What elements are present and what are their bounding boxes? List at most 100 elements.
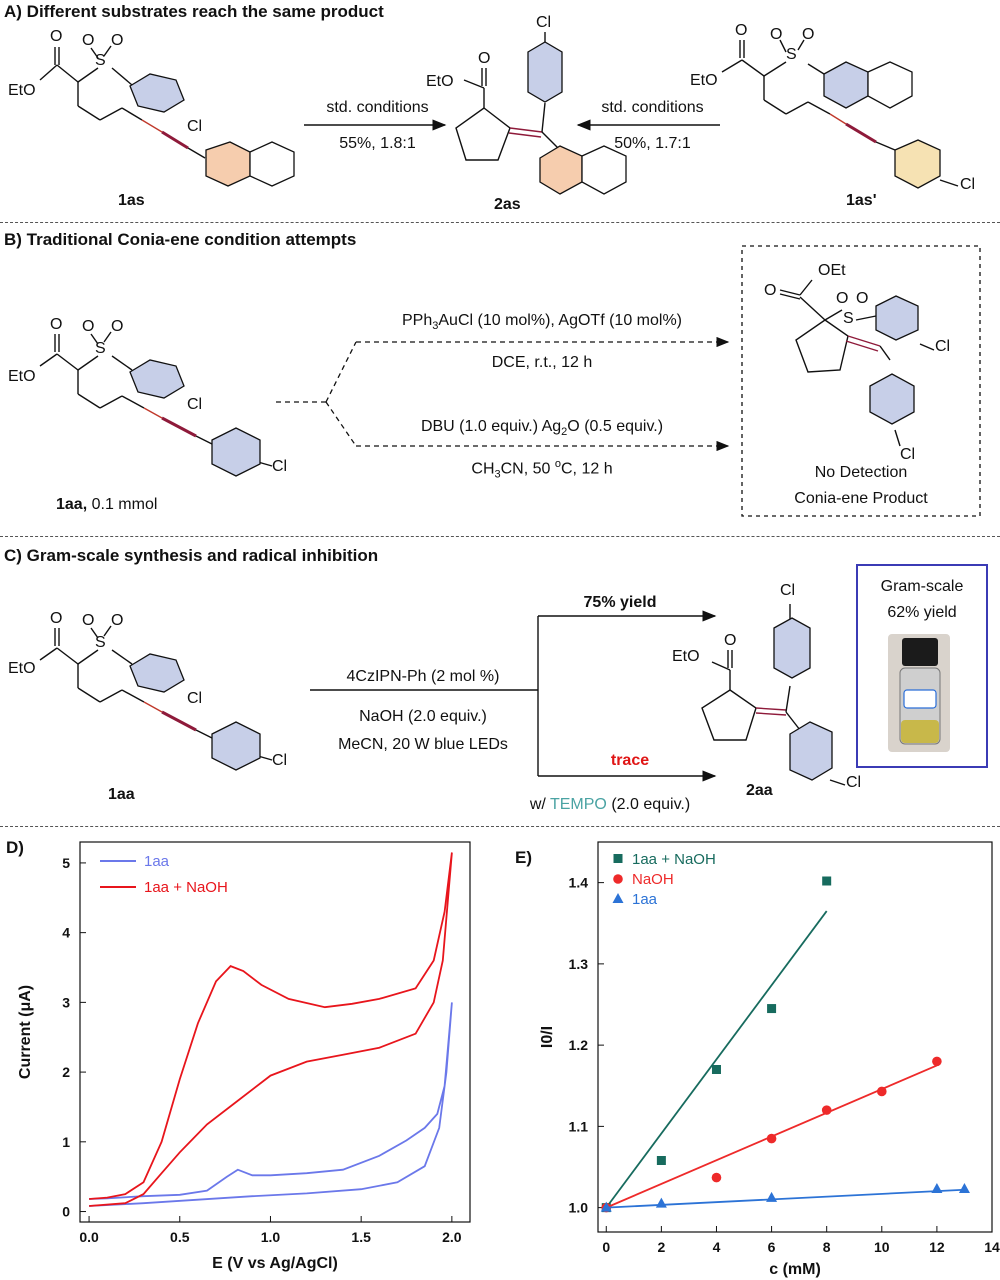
yield-left-a: 55%, 1.8:1 <box>339 135 416 152</box>
gram-scale-yield: 62% yield <box>887 604 957 621</box>
data-point-triangle <box>600 1201 612 1212</box>
data-point-square <box>711 1065 721 1074</box>
y-axis-label: Current (μA) <box>17 985 34 1079</box>
plot-frame <box>79 841 471 1223</box>
x-tick-label: 10 <box>874 1239 890 1255</box>
atom-o-1as-prime-a: O <box>735 22 748 39</box>
x-axis-label: E (V vs Ag/AgCl) <box>212 1255 338 1272</box>
data-point-triangle <box>655 1197 667 1208</box>
legend-marker <box>613 874 623 884</box>
data-point-circle <box>876 1086 887 1097</box>
compound-label-2as: 2as <box>494 196 521 213</box>
atom-o-1as-b: O <box>82 32 95 49</box>
tempo-condition: w/ TEMPO (2.0 equiv.) <box>529 796 691 813</box>
data-point-square <box>656 1156 666 1165</box>
x-tick-label: 4 <box>713 1239 721 1255</box>
y-axis-label: I0/I <box>539 1026 556 1048</box>
y-tick-label: 1.2 <box>569 1037 589 1053</box>
atom-s-1as: S <box>95 52 106 69</box>
y-tick-label: 1.3 <box>569 956 589 972</box>
data-point-triangle <box>766 1191 778 1202</box>
atom-o-1as-prime-c: O <box>802 26 815 43</box>
condition-c-line3: MeCN, 20 W blue LEDs <box>338 736 508 753</box>
atom-cl-1aa-b-b: Cl <box>272 458 288 475</box>
data-point-circle <box>711 1172 722 1183</box>
fit-line <box>605 910 828 1209</box>
atom-cl-box-b: Cl <box>900 446 916 463</box>
atom-o-1as-a: O <box>50 28 63 45</box>
plot-frame <box>597 841 993 1233</box>
y-tick-label: 5 <box>62 855 70 871</box>
atom-o-1aa-c-c: O <box>111 612 124 629</box>
data-point-circle <box>932 1056 942 1067</box>
x-tick-label: 2.0 <box>442 1229 462 1245</box>
atom-cl-1aa-c-a: Cl <box>187 690 203 707</box>
compound-label-1aa-b: 1aa, 0.1 mmol <box>56 496 158 513</box>
data-point-triangle <box>958 1182 970 1193</box>
section-b-title: B) Traditional Conia-ene condition attem… <box>4 230 357 249</box>
atom-o-box-b: O <box>836 290 849 307</box>
atom-o-1as-prime-b: O <box>770 26 783 43</box>
no-detection-text: No Detection <box>814 464 908 481</box>
data-point-square <box>767 1004 777 1014</box>
legend-label: NaOH <box>632 871 674 888</box>
separator-c-d <box>0 826 1000 827</box>
legend-label: 1aa <box>144 853 170 870</box>
y-tick-label: 1 <box>62 1134 70 1150</box>
atom-s-box: S <box>843 310 854 327</box>
data-point-circle <box>821 1105 832 1115</box>
reagent-left-a: std. conditions <box>326 99 429 116</box>
x-tick-label: 6 <box>768 1239 776 1255</box>
atom-eto-1as-prime: EtO <box>690 72 718 89</box>
legend-label: 1aa + NaOH <box>144 879 228 896</box>
atom-o-1aa-c-b: O <box>82 612 95 629</box>
reagent-right-a: std. conditions <box>601 99 704 116</box>
atom-o-box-a: O <box>764 282 777 299</box>
compound-label-2aa: 2aa <box>746 782 773 799</box>
atom-eto-2as: EtO <box>426 73 454 90</box>
yield-75: 75% yield <box>583 594 657 611</box>
y-tick-label: 1.4 <box>569 875 589 891</box>
section-c-title: C) Gram-scale synthesis and radical inhi… <box>4 546 379 565</box>
y-tick-label: 0 <box>62 1204 70 1220</box>
condition-b1-line2: DCE, r.t., 12 h <box>491 354 593 371</box>
atom-o-box-c: O <box>856 290 869 307</box>
separator-b-c <box>0 536 1000 537</box>
x-tick-label: 0 <box>602 1239 610 1255</box>
section-a-title: A) Different substrates reach the same p… <box>4 2 384 21</box>
data-point-triangle <box>931 1182 943 1193</box>
y-tick-label: 4 <box>62 925 70 941</box>
compound-label-1as: 1as <box>118 192 145 209</box>
data-point-circle <box>766 1133 777 1144</box>
atom-o-2as: O <box>478 50 491 67</box>
atom-cl-1as-prime: Cl <box>960 176 976 193</box>
atom-eto-1as: EtO <box>8 82 36 99</box>
atom-eto-2aa: EtO <box>672 648 700 665</box>
condition-c-line2: NaOH (2.0 equiv.) <box>359 708 487 725</box>
y-tick-label: 1.1 <box>569 1118 589 1134</box>
atom-o-1aa-b-a: O <box>50 316 63 333</box>
x-tick-label: 0.5 <box>170 1229 190 1245</box>
atom-s-1as-prime: S <box>786 46 797 63</box>
x-tick-label: 2 <box>657 1239 665 1255</box>
legend-label: 1aa <box>632 891 658 908</box>
atom-cl-box-a: Cl <box>935 338 951 355</box>
conia-ene-product-text: Conia-ene Product <box>794 490 928 507</box>
atom-cl-1aa-b-a: Cl <box>187 396 203 413</box>
atom-cl-1aa-c-b: Cl <box>272 752 288 769</box>
y-tick-label: 3 <box>62 994 70 1010</box>
atom-s-1aa-c: S <box>95 634 106 651</box>
x-tick-label: 12 <box>929 1239 945 1255</box>
condition-b1-line1: PPh3AuCl (10 mol%), AgOTf (10 mol%) <box>402 312 682 333</box>
atom-cl-2aa-b: Cl <box>846 774 862 791</box>
x-tick-label: 1.0 <box>261 1229 281 1245</box>
legend-label: 1aa + NaOH <box>632 851 716 868</box>
compound-label-1as-prime: 1as' <box>846 192 877 209</box>
atom-eto-1aa-c: EtO <box>8 660 36 677</box>
condition-c-line1: 4CzIPN-Ph (2 mol %) <box>346 668 500 685</box>
panel-e-letter: E) <box>515 848 532 867</box>
atom-cl-1as: Cl <box>187 118 203 135</box>
separator-a-b <box>0 222 1000 223</box>
